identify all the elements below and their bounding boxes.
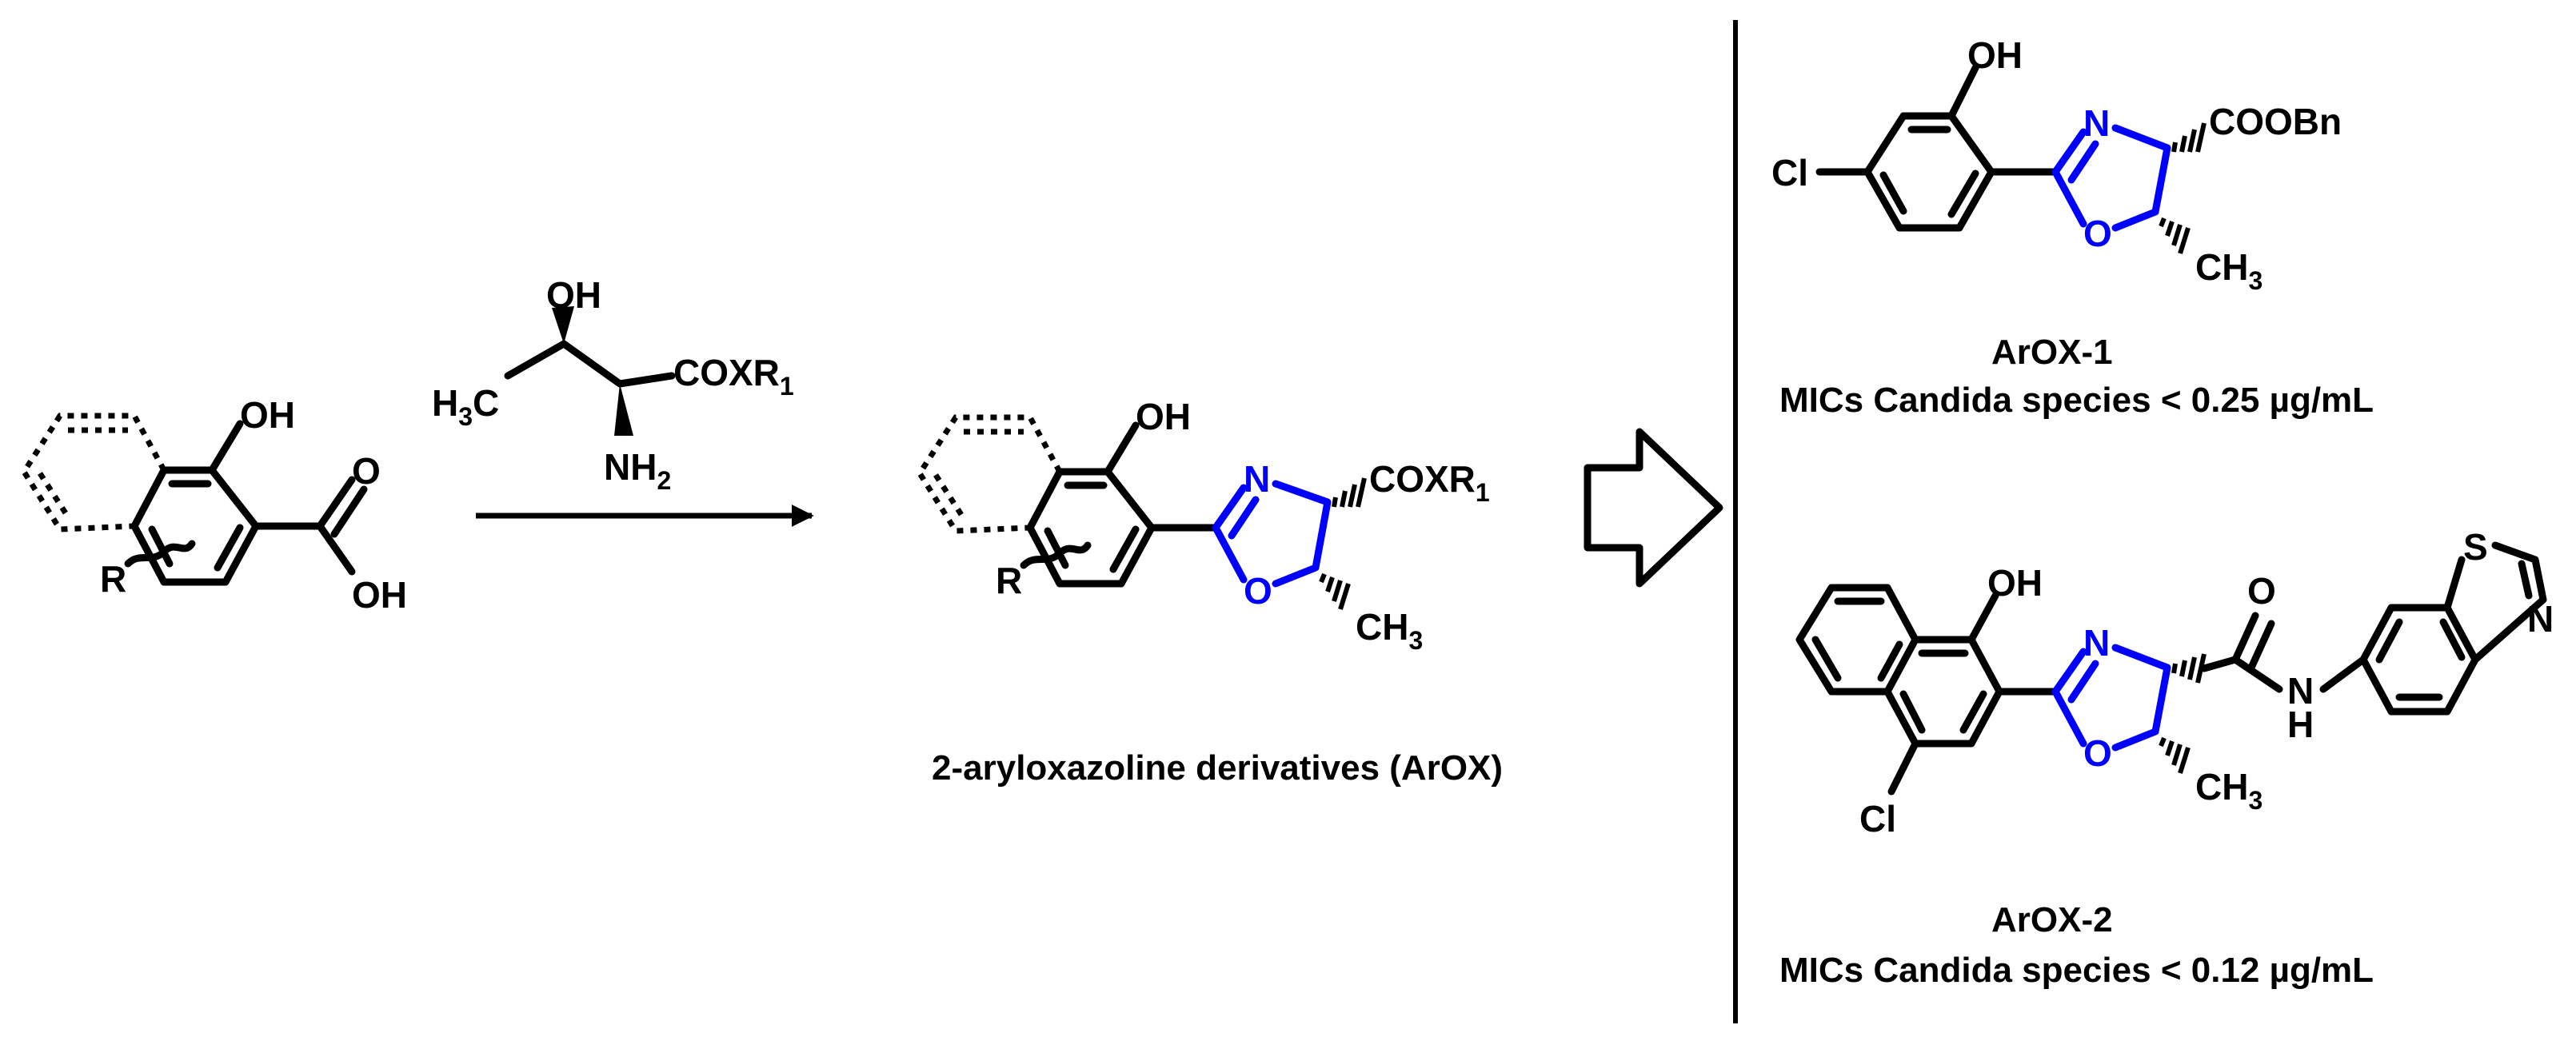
- arox1-mic: MICs Candida species < 0.25 µg/mL: [1779, 381, 2374, 420]
- arox2-structure: [1795, 541, 2547, 796]
- sm-oh-label: OH: [240, 394, 295, 436]
- arox2-cl-label: Cl: [1859, 798, 1896, 840]
- arox2-name: ArOX-2: [1991, 900, 2113, 939]
- arox-general-structure: [916, 414, 1220, 588]
- arox2-amide-o-label: O: [2247, 570, 2276, 612]
- arox2-ch3-label: CH3: [2195, 766, 2262, 815]
- arox1-oxazoline-ring: [2051, 124, 2171, 232]
- arox1-coobn-label: COOBn: [2209, 101, 2342, 142]
- sm-r-label: R: [100, 558, 126, 600]
- arox2-o-label: O: [2083, 732, 2112, 774]
- arox2-oh-label: OH: [1987, 562, 2043, 604]
- arox1-o-label: O: [2083, 213, 2112, 254]
- hollow-arrow: [1584, 428, 1723, 588]
- sm-acid-oh-label: OH: [352, 574, 407, 616]
- arox-oh-label: OH: [1136, 396, 1191, 437]
- arox-oxazoline-ring: [1212, 480, 1332, 588]
- arox2-amide-h-label: H: [2287, 704, 2314, 745]
- reagent-h3c-label: H3C: [432, 382, 499, 431]
- arox1-n-label: N: [2083, 102, 2110, 144]
- arox2-oxazoline-ring: [2051, 644, 2171, 752]
- arox-o-label: O: [1244, 570, 1272, 612]
- reagent-oh-label: OH: [546, 274, 601, 316]
- arox2-amide-n-label: N: [2287, 670, 2314, 712]
- arox2-n-label: N: [2083, 622, 2110, 664]
- arox1-name: ArOX-1: [1991, 333, 2113, 372]
- threonine-reagent-structure: [504, 306, 676, 436]
- arox1-cl-label: Cl: [1771, 152, 1808, 193]
- arox2-mic: MICs Candida species < 0.12 µg/mL: [1779, 951, 2374, 990]
- arox1-ch3-label: CH3: [2195, 246, 2262, 295]
- arox2-stereo-hashes: [2159, 653, 2239, 774]
- reagent-coxr1-label: COXR1: [673, 352, 794, 401]
- arox2-s-label: S: [2463, 526, 2488, 568]
- salicylic-acid-structure: [20, 413, 368, 586]
- arox-n-label: N: [1244, 458, 1270, 500]
- arox1-structure: [1815, 64, 2059, 232]
- arox1-oh-label: OH: [1967, 34, 2023, 76]
- arox1-stereo-hashes: [2159, 122, 2207, 254]
- product-caption: 2-aryloxazoline derivatives (ArOX): [932, 748, 1503, 788]
- arox-coxr1-label: COXR1: [1369, 458, 1490, 507]
- sm-carbonyl-o-label: O: [352, 450, 381, 492]
- arox-ch3-label: CH3: [1356, 606, 1423, 655]
- arox2-thiazole-n-label: N: [2527, 598, 2554, 640]
- arox-stereo-hashes: [1319, 477, 1367, 610]
- arox-r-label: R: [996, 560, 1022, 601]
- reagent-nh2-label: NH2: [604, 446, 671, 495]
